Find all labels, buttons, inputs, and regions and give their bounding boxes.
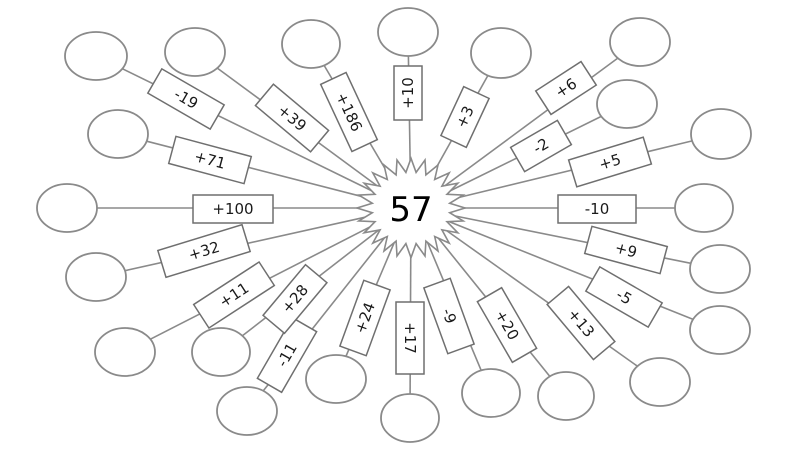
answer-oval[interactable] xyxy=(596,79,658,129)
operation-box-frame xyxy=(393,65,423,121)
operation-box-frame xyxy=(439,85,491,149)
operation-box: -5 xyxy=(584,265,664,329)
operation-box: +17 xyxy=(395,301,425,375)
operation-box-frame xyxy=(557,194,637,224)
spoke: +11 xyxy=(94,223,376,377)
spoke: +100 xyxy=(36,183,371,233)
operation-label: -10 xyxy=(585,200,610,218)
answer-oval[interactable] xyxy=(216,386,278,436)
operation-box-frame xyxy=(509,119,573,173)
spoke: -5 xyxy=(447,220,751,355)
spoke: +32 xyxy=(65,214,373,302)
spoke: -10 xyxy=(451,183,734,233)
operation-label: +100 xyxy=(212,200,253,218)
operation-box-frame xyxy=(262,263,328,335)
operation-box-frame xyxy=(534,60,598,116)
operation-label: -9 xyxy=(438,306,460,326)
answer-oval[interactable] xyxy=(305,354,367,404)
operation-box-frame xyxy=(584,265,664,329)
operation-label: +5 xyxy=(597,150,623,174)
operation-box: +39 xyxy=(254,83,330,153)
operation-box: +3 xyxy=(439,85,491,149)
operation-box: +10 xyxy=(393,65,423,121)
spoke: +39 xyxy=(164,27,380,188)
answer-oval[interactable] xyxy=(690,108,752,160)
spoke: -11 xyxy=(216,235,387,436)
operation-box: +100 xyxy=(192,194,274,224)
answer-oval[interactable] xyxy=(377,7,439,57)
answer-oval[interactable] xyxy=(281,19,341,69)
operation-box-frame xyxy=(156,223,252,279)
operation-box-frame xyxy=(422,277,476,355)
answer-oval[interactable] xyxy=(470,27,532,79)
operation-box-frame xyxy=(167,135,253,185)
operation-box-frame xyxy=(256,316,318,394)
spoke: +24 xyxy=(305,240,396,404)
answer-oval[interactable] xyxy=(164,27,226,77)
spoke: -2 xyxy=(446,79,658,194)
operation-box: +186 xyxy=(319,71,379,153)
operation-box: +6 xyxy=(534,60,598,116)
spoke: +5 xyxy=(449,108,752,201)
answer-oval[interactable] xyxy=(461,368,521,418)
answer-oval[interactable] xyxy=(537,371,595,421)
operation-box: -2 xyxy=(509,119,573,173)
spoke: +20 xyxy=(435,235,595,421)
spoke: +10 xyxy=(377,7,439,173)
operation-box: +24 xyxy=(338,279,392,357)
operation-box: +71 xyxy=(167,135,253,185)
center-number: 57 xyxy=(389,190,432,230)
operation-label: +9 xyxy=(613,238,639,261)
operation-box-frame xyxy=(476,286,538,364)
operation-box: -9 xyxy=(422,277,476,355)
answer-oval[interactable] xyxy=(689,244,751,294)
answer-oval[interactable] xyxy=(94,327,156,377)
operation-label: +10 xyxy=(399,77,417,109)
operation-box: -10 xyxy=(557,194,637,224)
spokes-layer: +10+3+6-2+5-10+9-5+13+20-9+17+24-11+28+1… xyxy=(36,7,752,443)
spoke: +17 xyxy=(380,243,440,443)
operation-label: +17 xyxy=(401,322,419,354)
answer-oval[interactable] xyxy=(65,252,127,302)
answer-oval[interactable] xyxy=(689,305,751,355)
answer-oval[interactable] xyxy=(380,393,440,443)
operation-box-frame xyxy=(546,285,616,361)
operation-box-frame xyxy=(338,279,392,357)
spoke: +3 xyxy=(430,27,532,178)
operation-box-frame xyxy=(192,260,276,330)
spoke: +186 xyxy=(281,19,391,178)
center-starburst xyxy=(354,155,468,261)
spoke: +71 xyxy=(87,109,373,200)
operation-box: +32 xyxy=(156,223,252,279)
operation-box-frame xyxy=(395,301,425,375)
spoke: -9 xyxy=(422,240,521,418)
answer-oval[interactable] xyxy=(64,31,128,81)
answer-oval[interactable] xyxy=(36,183,98,233)
spoke: +6 xyxy=(442,17,671,188)
answer-oval[interactable] xyxy=(87,109,149,159)
operation-box: +11 xyxy=(192,260,276,330)
spoke: +13 xyxy=(443,227,691,407)
spoke: +9 xyxy=(450,214,751,294)
operation-box-frame xyxy=(254,83,330,153)
operation-box: +20 xyxy=(476,286,538,364)
answer-oval[interactable] xyxy=(674,183,734,233)
answer-oval[interactable] xyxy=(609,17,671,67)
operation-box-frame xyxy=(146,67,226,131)
operation-box-frame xyxy=(583,225,669,275)
answer-oval[interactable] xyxy=(191,327,251,377)
spoke: -19 xyxy=(64,31,376,194)
operation-box-frame xyxy=(319,71,379,153)
operation-box: +5 xyxy=(567,136,653,188)
operation-box: -11 xyxy=(256,316,318,394)
operation-box-frame xyxy=(567,136,653,188)
operation-box: -19 xyxy=(146,67,226,131)
answer-oval[interactable] xyxy=(629,357,691,407)
operation-box-frame xyxy=(192,194,274,224)
operation-box: +9 xyxy=(583,225,669,275)
